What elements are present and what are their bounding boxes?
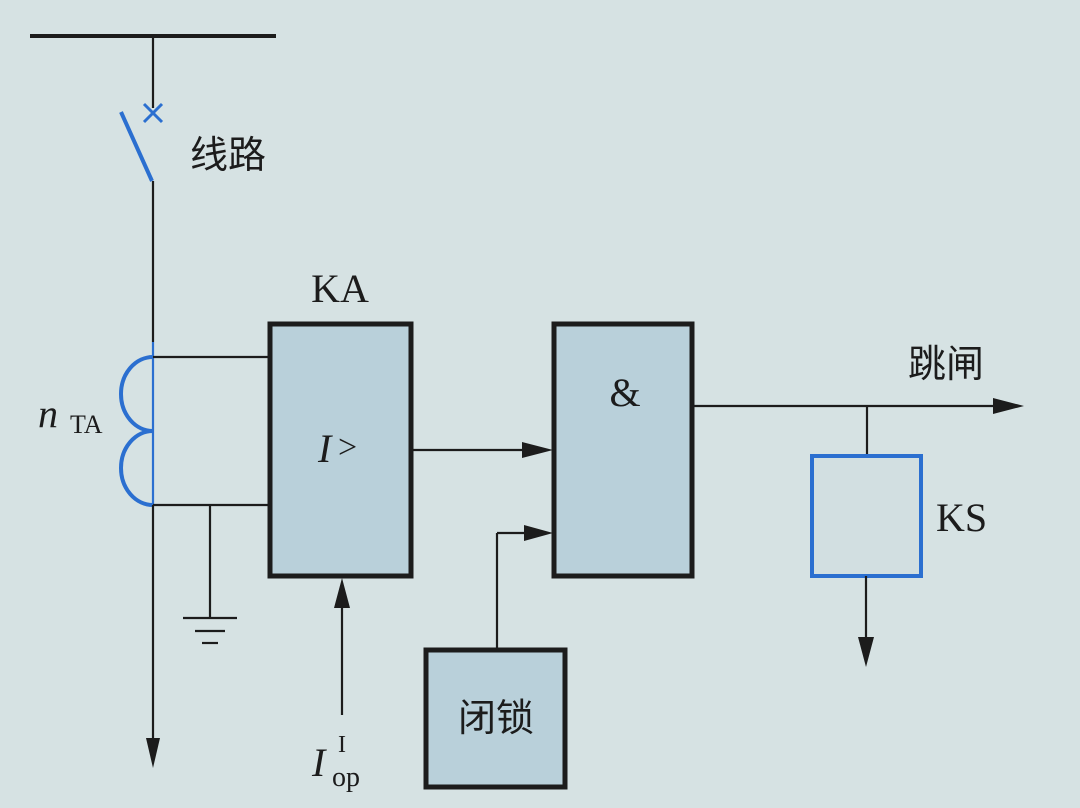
ct-label-n: n: [38, 391, 58, 436]
arrow-right-icon: [993, 398, 1024, 414]
relay-ka-symbol-i: I: [317, 426, 333, 471]
relay-ka-symbol-gt: >: [338, 429, 357, 466]
signal-relay-ks-block: [810, 454, 923, 578]
arrow-down-icon: [858, 637, 874, 667]
circuit-breaker-icon: [119, 102, 164, 182]
signal-relay-ks-label: KS: [936, 495, 987, 540]
arrow-right-icon: [524, 525, 553, 541]
setting-label-i: I: [311, 740, 327, 785]
line-label: 线路: [190, 133, 266, 177]
ct-label-sub: TA: [70, 410, 103, 439]
relay-ka-label: KA: [311, 266, 369, 311]
and-gate-block: [551, 321, 695, 579]
arrow-up-icon: [334, 578, 350, 608]
and-gate-label: &: [609, 370, 640, 415]
setting-label-sup: I: [338, 732, 346, 758]
trip-label: 跳闸: [908, 342, 984, 386]
arrow-down-icon: [146, 738, 160, 768]
setting-label-sub: op: [332, 762, 360, 793]
ground-icon: [183, 616, 237, 645]
arrow-right-icon: [522, 442, 553, 458]
current-transformer-icon: [119, 342, 155, 507]
blocking-block: [423, 647, 568, 790]
blocking-label: 闭锁: [458, 696, 534, 740]
